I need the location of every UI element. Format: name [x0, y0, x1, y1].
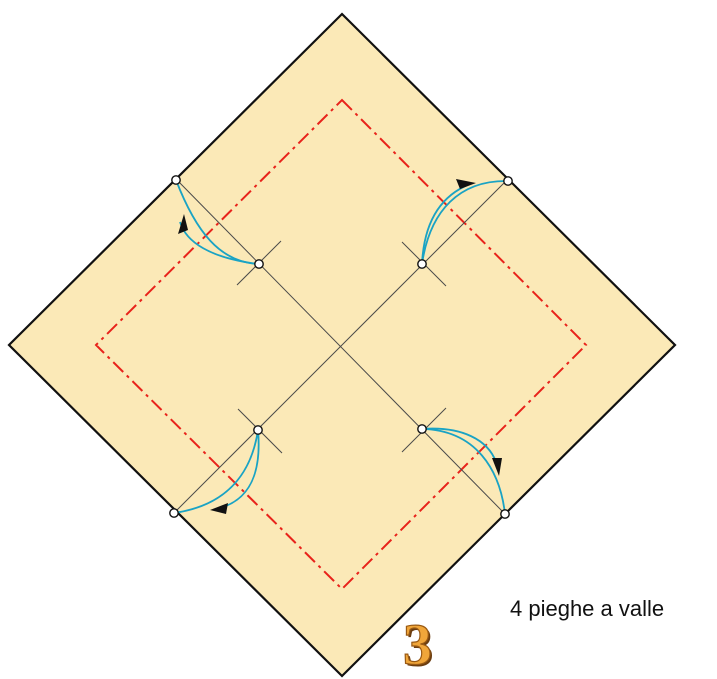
open-circle-icon [169, 508, 179, 518]
curved-fold-arrow-icon [421, 427, 506, 515]
open-circle-icon [417, 259, 427, 269]
instruction-caption: 4 pieghe a valle [510, 596, 665, 621]
valley-fold-line [94, 98, 588, 591]
curved-fold-arrow-icon [175, 179, 259, 265]
diagonal-crease-b [173, 180, 507, 514]
open-circle-icon [253, 425, 263, 435]
curved-fold-arrow-icon [173, 429, 260, 514]
open-circle-icon [254, 259, 264, 269]
open-circle-icon [500, 509, 510, 519]
step-number: 3 [402, 612, 432, 677]
curved-fold-arrow-icon [421, 179, 509, 265]
open-circle-icon [171, 175, 181, 185]
open-circle-icon [503, 176, 513, 186]
open-circle-icon [417, 424, 427, 434]
reference-points [169, 175, 513, 519]
